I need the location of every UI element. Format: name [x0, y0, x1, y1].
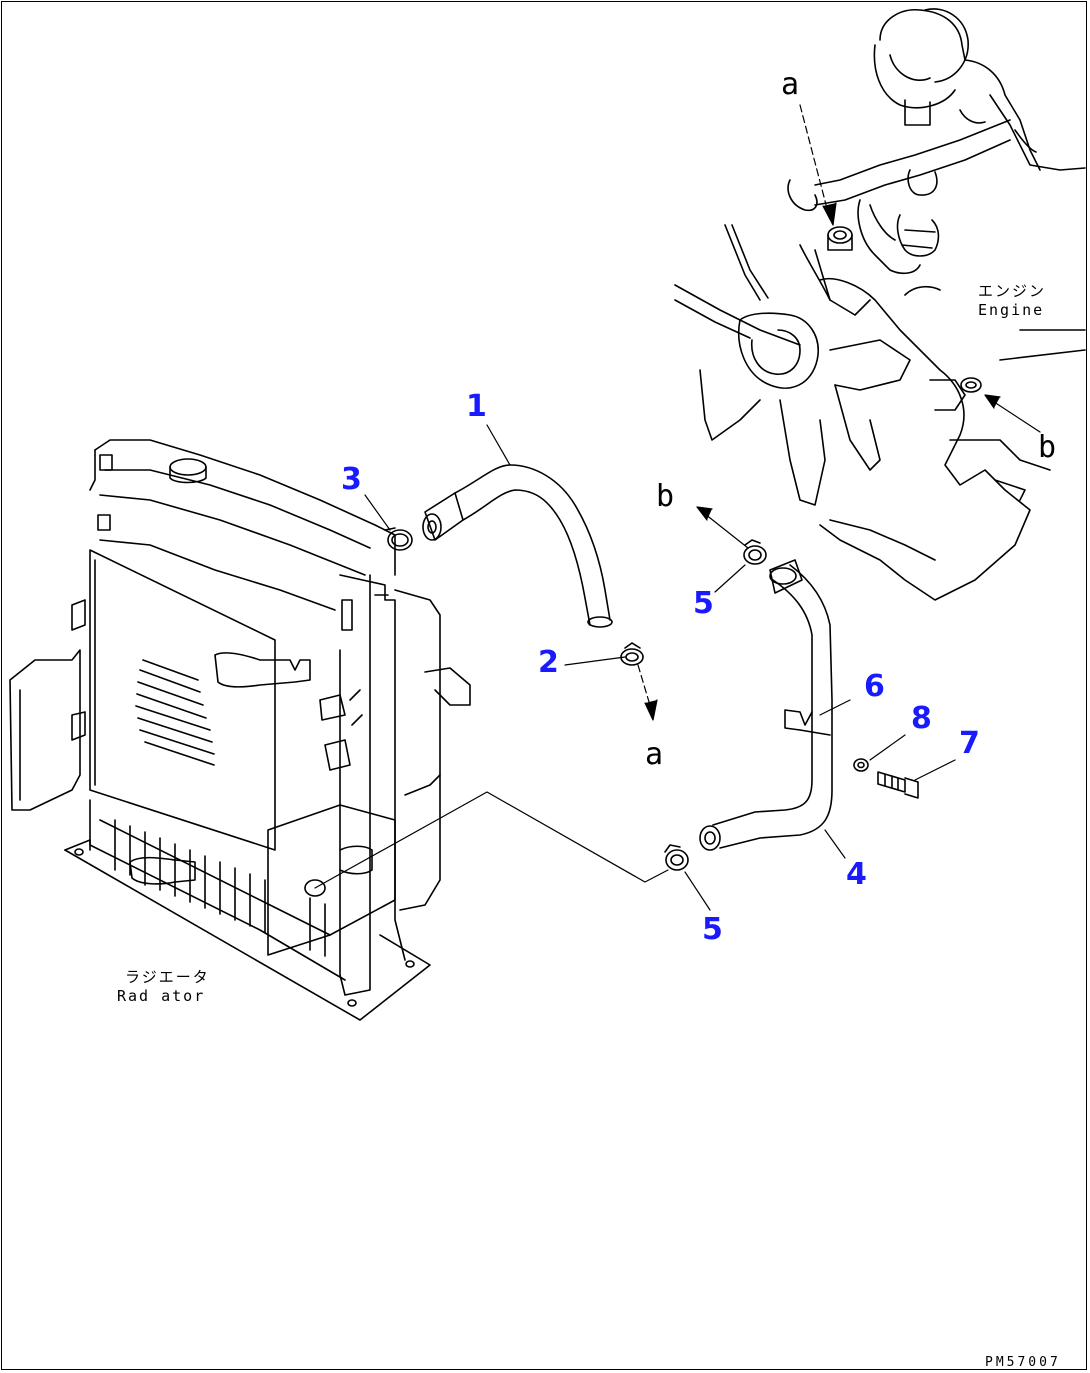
- radiator-drawing: [9, 439, 471, 1021]
- callout-6: 6: [864, 669, 885, 704]
- callout-2: 2: [538, 645, 559, 680]
- engine-drawing: [674, 8, 1086, 601]
- lower-hose-4: [699, 559, 833, 851]
- washer-8: [853, 758, 869, 772]
- connection-arrows: [637, 104, 1041, 721]
- clamp-2: [620, 642, 644, 666]
- marker-b-engine: b: [1038, 430, 1057, 465]
- engine-label-jp: エンジン: [978, 282, 1047, 300]
- leader-lines: [314, 424, 956, 911]
- drawing-number: PM57007: [985, 1355, 1061, 1370]
- radiator-label-en: Rad ator: [117, 986, 206, 1005]
- clamp-5-lower: [664, 844, 689, 871]
- engine-label-en: Engine: [978, 300, 1045, 319]
- callout-1: 1: [466, 389, 487, 424]
- marker-a-engine: a: [781, 67, 800, 102]
- callout-5-upper: 5: [693, 586, 714, 621]
- marker-b-hose: b: [656, 479, 675, 514]
- callout-3: 3: [341, 462, 362, 497]
- bolt-7: [877, 771, 919, 799]
- upper-hose-1: [422, 464, 613, 628]
- marker-a-hose: a: [645, 737, 664, 772]
- callout-7: 7: [959, 726, 980, 761]
- clamp-5-upper: [743, 539, 767, 565]
- bracket-6: [784, 709, 831, 736]
- callout-8: 8: [911, 701, 932, 736]
- radiator-label-jp: ラジエータ: [125, 968, 210, 986]
- callout-4: 4: [846, 857, 867, 892]
- callout-5-lower: 5: [702, 912, 723, 947]
